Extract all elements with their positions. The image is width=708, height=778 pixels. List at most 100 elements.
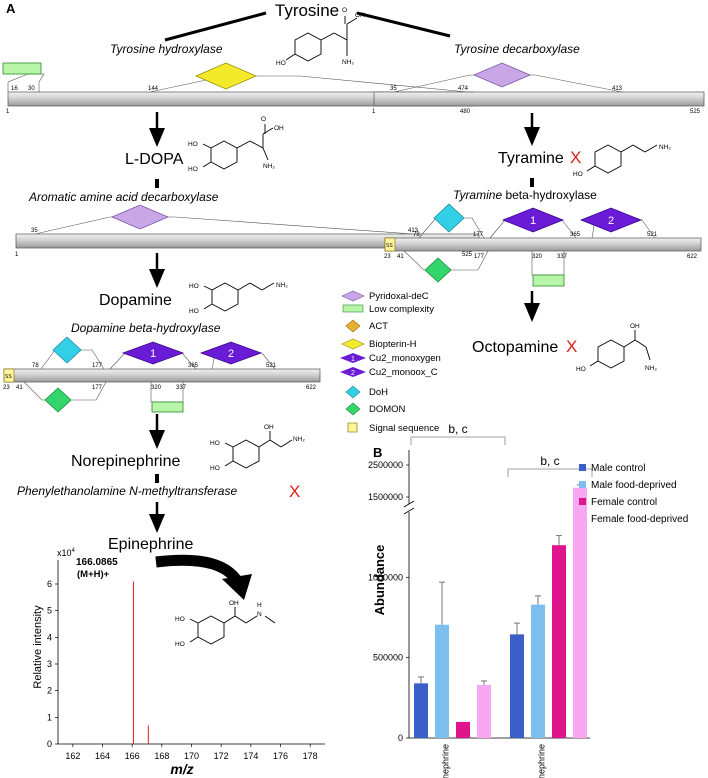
bar-ytick-label: 1000000	[368, 572, 403, 582]
tbh-label: Tyramine beta-hydroxylase	[453, 188, 597, 202]
tbh-num-23: 23	[384, 254, 391, 260]
ms-xtick-label: 164	[95, 751, 110, 761]
th-num-144: 144	[148, 86, 159, 92]
ms-xtick-label: 166	[125, 751, 140, 761]
tbh-num-622: 622	[687, 254, 698, 260]
tbh-cu2-monoox-c-diamond	[579, 207, 643, 233]
legend-pyridoxal-symbol	[341, 290, 365, 302]
th-num-30: 30	[28, 86, 35, 92]
bar	[435, 624, 449, 738]
bar-ytick-label: 1500000	[368, 492, 403, 502]
ms-xtick-label: 174	[243, 751, 258, 761]
ms-ytick-label: 6	[47, 579, 52, 589]
dash-norepinephrine	[155, 474, 159, 483]
dash-ldopa	[155, 179, 159, 188]
pnmt-label: Phenylethanolamine N-methyltransferase	[17, 484, 237, 498]
pnmt-x-mark: X	[289, 482, 300, 501]
norepinephrine-oh: OH	[264, 424, 274, 431]
bar-axis-break-bottom	[403, 507, 415, 515]
l-dopa-oh: OH	[274, 125, 284, 132]
tyrosine-nh2: NH₂	[342, 59, 354, 66]
tyrosine-hydroxylase-label: Tyrosine hydroxylase	[110, 42, 223, 56]
tbh-domon-diamond	[424, 257, 452, 283]
ms-xtick-label: 162	[65, 751, 80, 761]
dbh-num-41: 41	[16, 385, 23, 391]
dopamine-structure	[203, 282, 275, 312]
dbh-cu2-monoox-c-diamond	[199, 341, 263, 365]
norepinephrine-ho-bottom: HO	[210, 465, 220, 472]
dbh-domain-map: 1 2 SS 78 177 365 521 41 177 320 337 23 …	[3, 336, 321, 413]
l-dopa-structure	[202, 124, 274, 170]
ms-ion-label: (M+H)+	[77, 569, 110, 580]
significance-bracket	[410, 436, 506, 445]
dbh-num-622: 622	[306, 385, 317, 391]
ms-xtick-label: 172	[214, 751, 229, 761]
dbh-label: Dopamine beta-hydroxylase	[71, 321, 221, 335]
bar-legend-label: Female control	[591, 497, 657, 508]
tbh-cu2-monoxygen-diamond	[501, 207, 565, 233]
tbh-num-78: 78	[413, 232, 420, 238]
th-domain-map: 16 30 144 474 1 480	[2, 62, 475, 115]
ms-ytick-label: 2	[47, 686, 52, 696]
ms-xtick-label: 170	[184, 751, 199, 761]
panel-a-letter: A	[6, 1, 16, 16]
epinephrine-oh: OH	[229, 600, 239, 607]
ms-xlabel: m/z	[170, 761, 193, 777]
legend-biopterin-symbol	[341, 338, 365, 350]
abundance-bar-chart: 0500000100000015000002500000Norepinephri…	[368, 422, 688, 778]
tbh-signal-sequence	[384, 237, 396, 252]
legend-low-complexity-label: Low complexity	[369, 304, 434, 315]
dbh-num-177-top: 177	[92, 363, 103, 369]
aadc-label: Aromatic amine acid decarboxylase	[28, 190, 219, 204]
octopamine-ho: HO	[576, 366, 586, 373]
tbh-diamond-1-label: 1	[530, 215, 536, 227]
aadc-pyridoxal-diamond	[110, 204, 170, 230]
legend-domon-symbol	[345, 402, 361, 416]
dopamine-ho-top: HO	[189, 283, 199, 290]
legend-biopterin-label: Biopterin-H	[369, 339, 417, 350]
epinephrine-ho-top: HO	[175, 616, 185, 623]
tbh-num-41: 41	[397, 254, 404, 260]
ms-xtick-label: 178	[303, 751, 318, 761]
octopamine-x-mark: X	[566, 337, 577, 356]
tbh-low-complexity-rect	[532, 274, 565, 287]
ms-ytick-label: 5	[47, 606, 52, 616]
ms-xtick-label: 168	[154, 751, 169, 761]
l-dopa-nh2: NH₂	[263, 163, 275, 170]
dbh-signal-label: SS	[5, 374, 12, 380]
aadc-num-1: 1	[15, 252, 19, 258]
epinephrine-structure	[189, 607, 276, 645]
th-low-complexity-rect	[2, 62, 42, 75]
dbh-domon-diamond	[44, 387, 72, 413]
dbh-num-177-bottom: 177	[92, 385, 103, 391]
l-dopa-label: L-DOPA	[125, 151, 184, 168]
l-dopa-ho-top: HO	[188, 141, 198, 148]
l-dopa-o: O	[261, 116, 266, 123]
tyrosine-ho: HO	[276, 60, 286, 67]
bar	[531, 604, 545, 738]
bar-legend-label: Female food-deprived	[591, 514, 688, 525]
arrow-tbh-to-octopamine-head	[524, 303, 540, 322]
arrow-th-to-ldopa-head	[149, 128, 165, 147]
bar	[552, 545, 566, 738]
tbh-num-337: 337	[557, 254, 568, 260]
bar-ytick-label: 500000	[373, 653, 403, 663]
ms-xtick-label: 176	[273, 751, 288, 761]
ms-ytick-label: 0	[47, 739, 52, 749]
bar-category-label: Norepinephrine	[441, 744, 451, 778]
tbh-domain-map: 1 2 SS 78 177 365 521 41 177 320 337 23 …	[384, 203, 702, 287]
bar	[456, 721, 470, 738]
significance-bracket	[507, 468, 593, 477]
aadc-num-413: 413	[408, 228, 419, 234]
tyrosine-left-branch	[164, 11, 267, 42]
dbh-num-521: 521	[266, 363, 277, 369]
octopamine-structure	[589, 330, 651, 369]
dopamine-label: Dopamine	[99, 292, 172, 309]
th-num-1: 1	[6, 109, 10, 115]
legend-cu2-monoox-c-number: 2	[351, 370, 355, 377]
bar-ytick-label: 2500000	[368, 460, 403, 470]
dbh-low-complexity-rect	[151, 401, 184, 413]
tbh-signal-label: SS	[386, 243, 393, 249]
legend-low-complexity-symbol	[342, 304, 364, 313]
dbh-signal-sequence	[3, 368, 15, 383]
